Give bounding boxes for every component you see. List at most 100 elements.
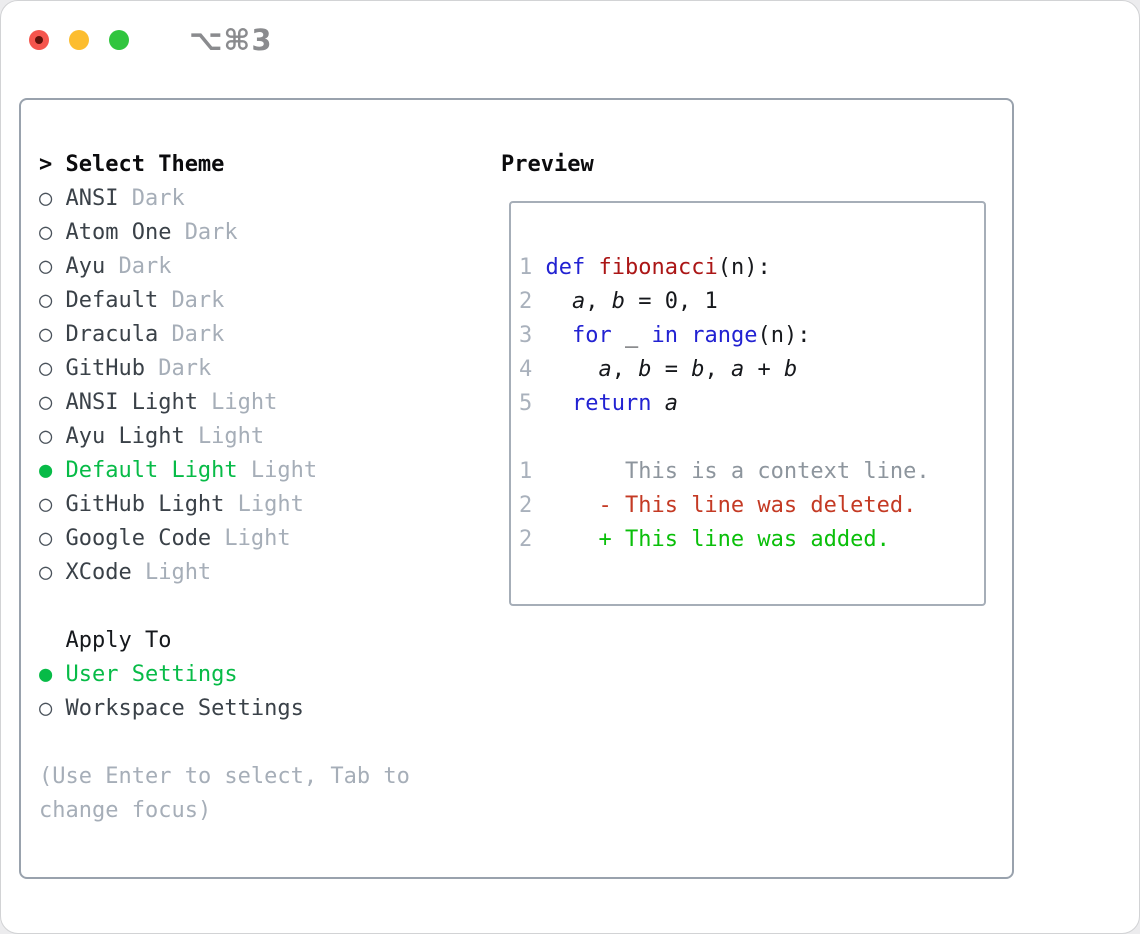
theme-option-3[interactable]: ○ Default Dark: [39, 284, 501, 318]
theme-label: GitHub: [65, 356, 145, 381]
context-text: This is a context line.: [532, 459, 930, 484]
keyword-token: for: [572, 323, 612, 348]
theme-option-2[interactable]: ○ Ayu Dark: [39, 250, 501, 284]
code-token: +: [744, 357, 784, 382]
apply-option-label: User Settings: [65, 662, 238, 687]
theme-label: Atom One: [65, 220, 172, 245]
line-number: 1: [519, 255, 546, 280]
preview-column: Preview 1 def fibonacci(n):2 a, b = 0, 1…: [501, 148, 996, 877]
apply-option-0[interactable]: ●User Settings: [39, 658, 501, 692]
theme-variant-badge: Dark: [171, 288, 225, 313]
theme-label: ANSI Light: [65, 390, 198, 415]
function-token: fibonacci: [598, 255, 718, 280]
radio-icon: ○: [39, 424, 53, 449]
line-number: 3: [519, 323, 546, 348]
line-number: 4: [519, 357, 546, 382]
variable-token: a: [572, 289, 586, 314]
theme-variant-badge: Dark: [118, 254, 172, 279]
code-token: = 0, 1: [625, 289, 718, 314]
theme-variant-badge: Light: [250, 458, 318, 483]
radio-icon: ●: [39, 458, 53, 483]
theme-variant-badge: Dark: [184, 220, 238, 245]
code-token: [546, 357, 599, 382]
radio-icon: ○: [39, 356, 53, 381]
code-token: (n):: [717, 255, 771, 280]
variable-token: b: [691, 357, 705, 382]
theme-label: XCode: [65, 560, 132, 585]
close-button[interactable]: [29, 30, 49, 50]
line-number: 2: [519, 493, 533, 518]
theme-variant-badge: Light: [224, 526, 291, 551]
radio-icon: ○: [39, 288, 53, 313]
theme-label: Ayu: [65, 254, 106, 279]
theme-variant-badge: Light: [197, 424, 265, 449]
variable-token: b: [638, 357, 652, 382]
radio-icon: ○: [39, 254, 53, 279]
code-token: [678, 323, 691, 348]
theme-option-6[interactable]: ○ ANSI Light Light: [39, 386, 501, 420]
theme-variant-badge: Light: [211, 390, 278, 415]
theme-option-7[interactable]: ○ Ayu Light Light: [39, 420, 501, 454]
radio-icon: ○: [39, 186, 53, 211]
code-token: ,: [611, 357, 639, 382]
code-line: 4 a, b = b, a + b: [519, 353, 984, 387]
radio-icon: ○: [39, 322, 53, 347]
line-number: 2: [519, 527, 533, 552]
code-line: 3 for _ in range(n):: [519, 319, 984, 353]
apply-to-header: Apply To: [65, 628, 172, 653]
code-line: [519, 421, 984, 455]
hint-line: change focus): [39, 798, 212, 823]
variable-token: a: [664, 391, 678, 416]
keyword-token: def: [545, 255, 586, 280]
hint-line: (Use Enter to select, Tab to: [39, 764, 410, 789]
spacer: [39, 590, 501, 624]
variable-token: a: [730, 357, 745, 382]
variable-token: a: [598, 357, 612, 382]
variable-token: b: [611, 289, 625, 314]
code-token: [546, 323, 573, 348]
line-number: 2: [519, 289, 546, 314]
code-line: 2 - This line was deleted.: [519, 489, 984, 523]
deleted-text: - This line was deleted.: [532, 493, 917, 518]
hint-text: (Use Enter to select, Tab to change focus…: [39, 760, 501, 828]
code-line: 5 return a: [519, 387, 984, 421]
variable-token: b: [783, 357, 798, 382]
code-line: 1 This is a context line.: [519, 455, 984, 489]
radio-icon: ○: [39, 390, 53, 415]
added-text: + This line was added.: [532, 527, 890, 552]
keyword-token: return: [572, 391, 652, 416]
select-theme-header: > Select Theme: [39, 148, 501, 182]
theme-label: Ayu Light: [65, 424, 185, 449]
window-title: ⌥⌘3: [189, 23, 273, 57]
spacer: [39, 726, 501, 760]
zoom-button[interactable]: [109, 30, 129, 50]
code-token: [651, 391, 664, 416]
theme-label: Google Code: [65, 526, 212, 551]
select-theme-header-label: Select Theme: [65, 152, 225, 177]
line-number: 1: [519, 459, 533, 484]
minimize-button[interactable]: [69, 30, 89, 50]
apply-option-1[interactable]: ○Workspace Settings: [39, 692, 501, 726]
code-token: ,: [704, 357, 731, 382]
theme-label: GitHub Light: [65, 492, 225, 517]
code-line: 2 + This line was added.: [519, 523, 984, 557]
theme-label: Default: [65, 288, 159, 313]
titlebar: ⌥⌘3: [29, 23, 273, 57]
code-token: (n):: [757, 323, 811, 348]
apply-to-list: ●User Settings○Workspace Settings: [39, 658, 501, 726]
code-token: [585, 255, 598, 280]
line-number: 5: [519, 391, 546, 416]
focus-caret-icon: >: [39, 152, 53, 177]
